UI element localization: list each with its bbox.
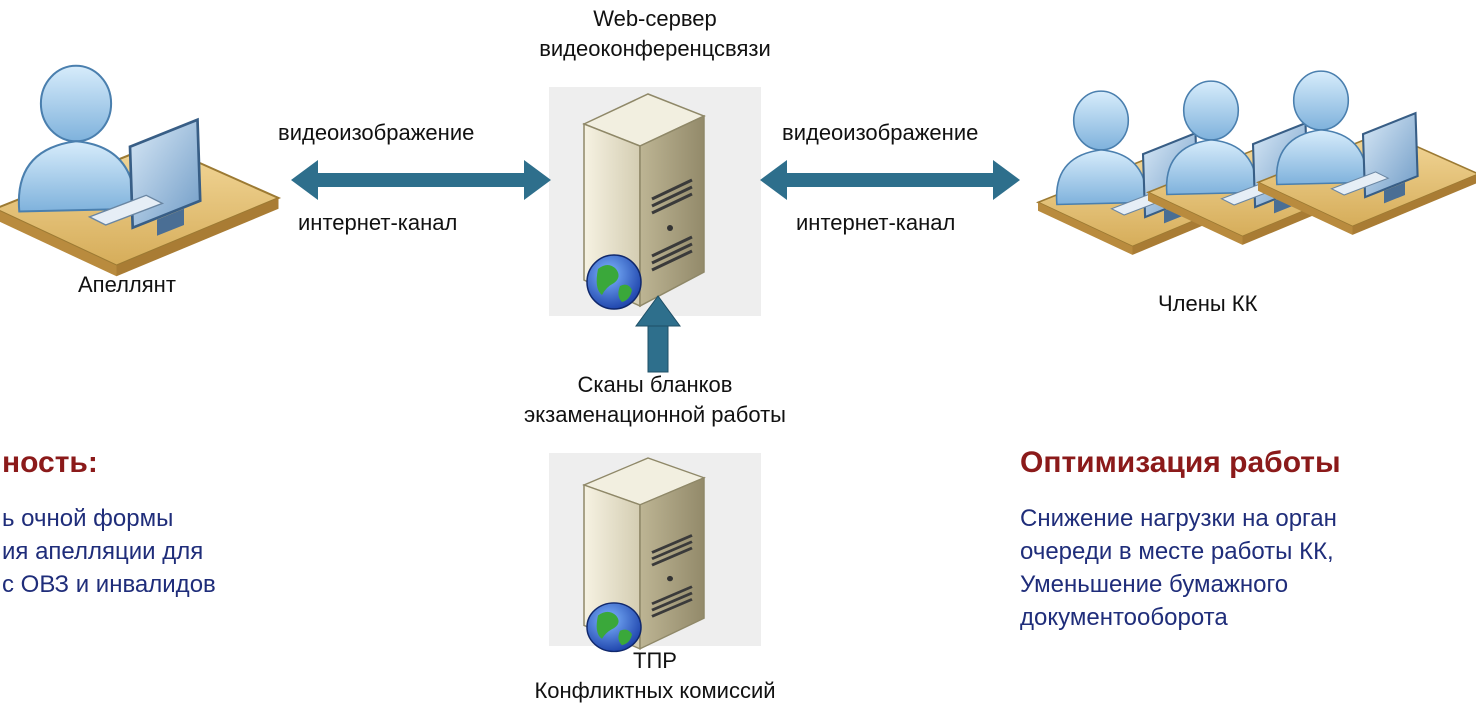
server-bottom-icon: [582, 456, 706, 653]
scans-label-line1: Сканы бланков: [577, 372, 733, 397]
right-link-arrow: [760, 160, 1020, 200]
server-top-title: Web-сервер видеоконференцсвязи: [455, 4, 855, 63]
appellant-icon: [0, 64, 280, 278]
server-bottom-label-line1: ТПР: [633, 648, 677, 673]
left-block-body: ь очной формы ия апелляции для с ОВЗ и и…: [2, 502, 216, 601]
appellant-label: Апеллянт: [78, 272, 176, 297]
right-block-line: Снижение нагрузки на орган: [1020, 505, 1337, 532]
right-block-body: Снижение нагрузки на орган очереди в мес…: [1020, 502, 1337, 634]
left-block-line: ия апелляции для: [2, 538, 204, 565]
right-block-line: очереди в месте работы КК,: [1020, 538, 1334, 565]
right-block-line: Уменьшение бумажного: [1020, 571, 1289, 598]
right-block-line: документооборота: [1020, 604, 1228, 631]
scans-label-line2: экзаменационной работы: [524, 401, 786, 427]
server-top-title-line1: Web-сервер: [593, 6, 717, 31]
scans-upload-arrow: [635, 295, 681, 373]
server-top-icon: [582, 92, 706, 311]
server-bottom-label-line2: Конфликтных комиссий: [534, 677, 776, 703]
server-bottom-label: ТПР Конфликтных комиссий: [455, 646, 855, 705]
left-link-arrow: [291, 160, 551, 200]
right-link-bottom-label: интернет-канал: [796, 210, 956, 235]
left-block-line: ь очной формы: [2, 505, 174, 532]
right-block-heading: Оптимизация работы: [1020, 446, 1341, 479]
left-block-line: с ОВЗ и инвалидов: [2, 571, 216, 598]
left-block-heading: ность:: [2, 446, 98, 479]
server-top-title-line2: видеоконференцсвязи: [539, 35, 771, 61]
left-link-bottom-label: интернет-канал: [298, 210, 458, 235]
left-link-top-label: видеоизображение: [278, 120, 475, 145]
members-icon: [1036, 70, 1476, 256]
right-link-top-label: видеоизображение: [782, 120, 979, 145]
scans-label: Сканы бланков экзаменационной работы: [455, 370, 855, 429]
members-label: Члены КК: [1158, 291, 1258, 316]
